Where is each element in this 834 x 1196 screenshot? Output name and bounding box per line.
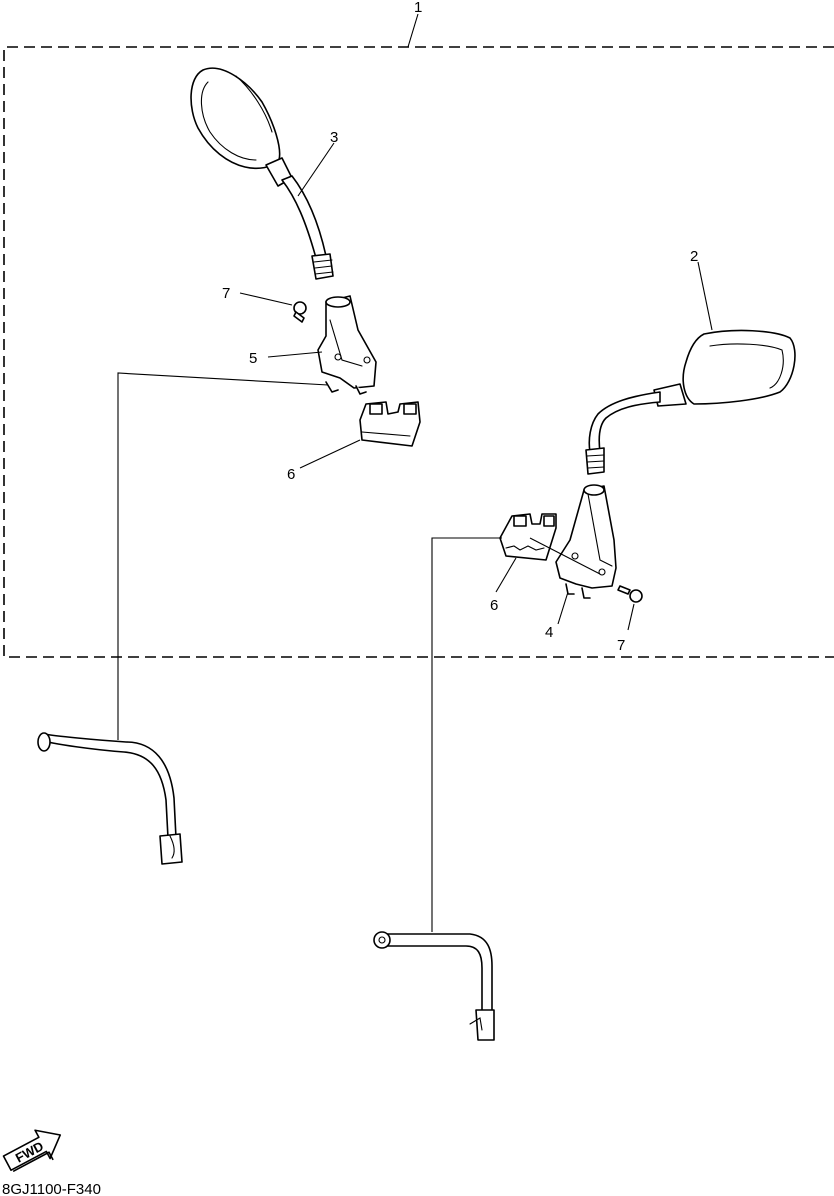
right-bracket: 6: [490, 513, 601, 614]
right-handlebar: [373, 537, 502, 1041]
callout-mirror-right: 2: [690, 248, 698, 265]
fwd-label: FWD: [13, 1138, 46, 1165]
callout-bracket-right: 6: [490, 597, 498, 614]
callout-bolt-right: 7: [617, 637, 625, 654]
right-mirror: 2: [585, 248, 796, 475]
fwd-arrow: FWD: [2, 1129, 62, 1172]
callout-stay-left: 5: [249, 350, 257, 367]
left-bracket: 6: [287, 401, 421, 483]
left-handlebar: [37, 372, 329, 865]
callout-bolt-left: 7: [222, 285, 230, 302]
left-bolt: 7: [222, 285, 307, 323]
right-stay: 4: [545, 484, 617, 641]
assembly-frame: 1: [3, 0, 834, 658]
callout-bracket-left: 6: [287, 466, 295, 483]
left-stay: 5: [249, 295, 377, 395]
callout-assembly: 1: [414, 0, 422, 16]
right-bolt: 7: [617, 585, 643, 654]
callout-stay-right: 4: [545, 624, 553, 641]
left-mirror: 3: [190, 67, 338, 280]
drawing-code: 8GJ1100-F340: [2, 1181, 101, 1196]
callout-mirror-left: 3: [330, 129, 338, 146]
